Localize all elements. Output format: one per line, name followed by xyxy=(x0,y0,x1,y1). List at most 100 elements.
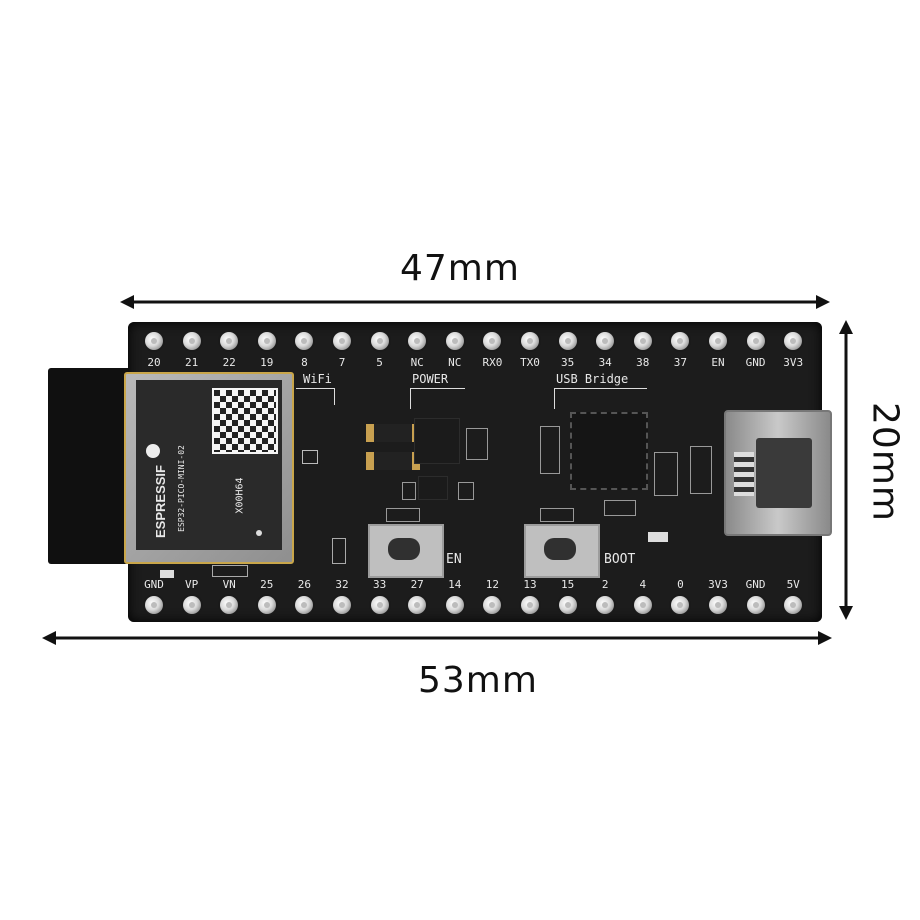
top-pin-5 xyxy=(295,332,314,350)
top-pin-label-4: 19 xyxy=(260,356,274,369)
bottom-pin-11 xyxy=(521,596,539,614)
usb-side-passives xyxy=(690,446,712,494)
power-capacitor-left xyxy=(402,482,416,500)
height-dimension-arrow xyxy=(839,320,853,620)
bottom-pin-label-4: 25 xyxy=(260,578,274,591)
boot-button-label: BOOT xyxy=(604,552,636,567)
top-pin-4 xyxy=(257,332,276,350)
boot-button[interactable] xyxy=(524,524,600,578)
wifi-section-bracket xyxy=(296,388,335,405)
usb-port-opening xyxy=(756,438,812,508)
top-pin-label-16: EN xyxy=(711,356,725,369)
module-model: ESP32-PICO-MINI-02 xyxy=(176,445,186,532)
top-pin-label-18: 3V3 xyxy=(783,356,804,369)
top-pin-15 xyxy=(671,332,690,350)
antenna-block xyxy=(48,368,138,564)
top-pin-8 xyxy=(408,332,427,350)
module-brand: ESPRESSIF xyxy=(152,465,168,538)
top-pin-label-13: 34 xyxy=(598,356,612,369)
power-section-bracket xyxy=(410,388,465,409)
power-regulator-chip xyxy=(414,418,460,464)
left-small-component xyxy=(332,538,346,564)
en-button-passive xyxy=(386,508,420,522)
top-pin-3 xyxy=(220,332,239,350)
power-small-chip xyxy=(418,476,448,500)
bottom-pin-17 xyxy=(746,596,765,614)
usb-bridge-passives-right xyxy=(654,452,678,496)
bottom-pin-4 xyxy=(257,596,276,614)
en-button-cap[interactable] xyxy=(388,538,420,560)
top-pin-label-8: NC xyxy=(410,356,424,369)
usb-bridge-section-label: USB Bridge xyxy=(556,372,629,386)
top-pin-16 xyxy=(709,332,727,350)
bottom-pin-18 xyxy=(784,596,803,614)
bottom-pin-13 xyxy=(596,596,615,614)
bottom-pin-label-1: GND xyxy=(144,578,164,591)
top-pin-6 xyxy=(333,332,351,350)
module-code: X00H64 xyxy=(234,477,246,514)
top-pin-10 xyxy=(483,332,502,350)
power-capacitor-right xyxy=(458,482,474,500)
bottom-pin-label-13: 2 xyxy=(601,578,609,591)
power-passives xyxy=(466,428,488,460)
top-pin-14 xyxy=(633,332,652,350)
bottom-pin-label-11: 13 xyxy=(523,578,537,591)
boot-button-passive xyxy=(540,508,574,522)
module-dot xyxy=(256,530,262,536)
bottom-pin-label-8: 27 xyxy=(410,578,424,591)
bottom-pin-label-18: 5V xyxy=(786,578,800,591)
bottom-pin-label-7: 33 xyxy=(372,578,387,591)
bottom-pin-1 xyxy=(145,596,163,614)
top-pin-11 xyxy=(521,332,539,350)
bottom-pin-label-5: 26 xyxy=(297,578,312,591)
module-brand-logo xyxy=(146,444,160,458)
bottom-pin-16 xyxy=(709,596,727,614)
top-pin-label-2: 21 xyxy=(184,356,199,369)
top-pin-18 xyxy=(784,332,803,350)
top-pin-label-3: 22 xyxy=(222,356,236,369)
small-jumper xyxy=(212,565,248,577)
top-pin-2 xyxy=(182,332,201,350)
top-pin-label-15: 37 xyxy=(673,356,688,369)
qr-code xyxy=(212,388,278,454)
top-pin-label-9: NC xyxy=(448,356,462,369)
bottom-pin-label-6: 32 xyxy=(335,578,349,591)
bottom-pin-label-17: GND xyxy=(745,578,766,591)
width-dimension-label: 47mm xyxy=(400,248,520,289)
bottom-pin-label-10: 12 xyxy=(485,578,500,591)
bottom-pin-14 xyxy=(633,596,652,614)
bottom-pin-5 xyxy=(295,596,314,614)
bottom-pin-label-16: 3V3 xyxy=(708,578,728,591)
top-pin-label-17: GND xyxy=(745,356,766,369)
top-pin-7 xyxy=(370,332,389,350)
top-pin-17 xyxy=(746,332,765,350)
bottom-pin-label-12: 15 xyxy=(560,578,575,591)
bottom-pin-label-15: 0 xyxy=(677,578,684,591)
top-pin-1 xyxy=(145,332,163,350)
top-pin-label-11: TX0 xyxy=(520,356,540,369)
led-indicator xyxy=(160,570,174,578)
bottom-pin-label-14: 4 xyxy=(639,578,647,591)
bottom-pin-10 xyxy=(483,596,502,614)
height-dimension-label: 20mm xyxy=(864,402,906,522)
top-pin-label-14: 38 xyxy=(636,356,650,369)
en-button[interactable] xyxy=(368,524,444,578)
bottom-pin-label-9: 14 xyxy=(448,578,462,591)
en-button-label: EN xyxy=(446,552,462,567)
boot-side-led xyxy=(648,532,668,542)
bottom-pin-3 xyxy=(220,596,239,614)
micro-usb-connector xyxy=(724,410,832,536)
bottom-pin-6 xyxy=(333,596,351,614)
top-pin-label-10: RX0 xyxy=(482,356,503,369)
top-pin-label-1: 20 xyxy=(147,356,161,369)
length-dimension-label: 53mm xyxy=(418,660,538,701)
inductor-bottom xyxy=(366,452,420,470)
boot-button-cap[interactable] xyxy=(544,538,576,560)
top-pin-label-5: 8 xyxy=(301,356,308,369)
bottom-pin-8 xyxy=(408,596,427,614)
usb-contacts xyxy=(734,452,754,496)
bottom-pin-label-3: VN xyxy=(222,578,236,591)
usb-bridge-chip xyxy=(570,412,648,490)
top-pin-label-6: 7 xyxy=(338,356,346,369)
bottom-pin-7 xyxy=(370,596,389,614)
